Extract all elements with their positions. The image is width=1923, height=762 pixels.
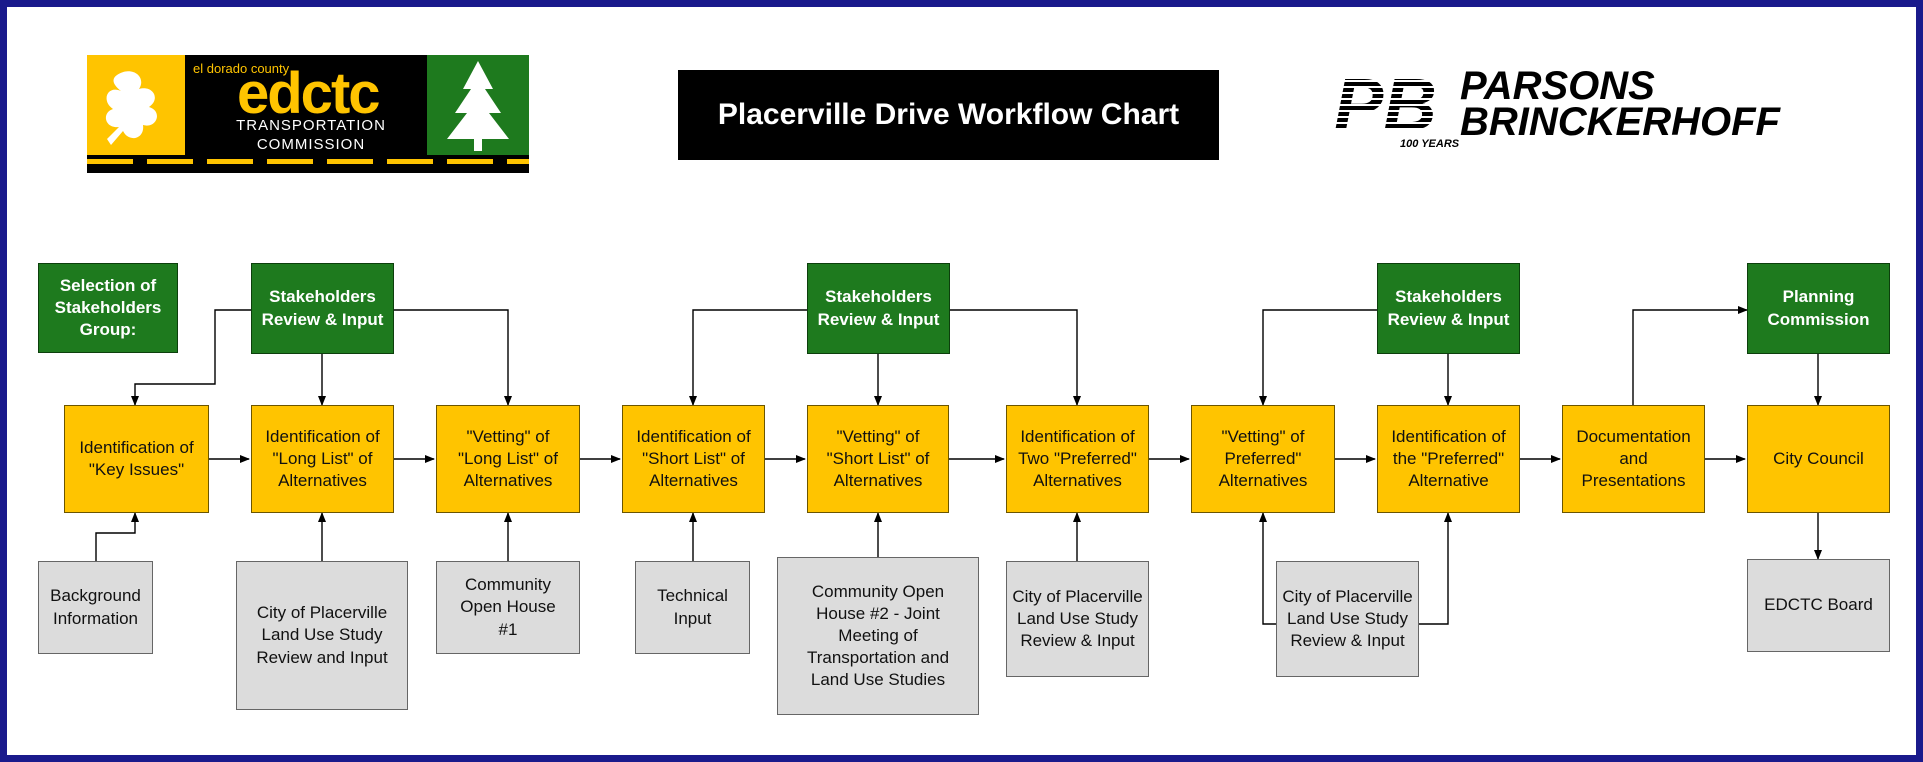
input-arrow (1259, 512, 1276, 625)
pb-years-text: 100 YEARS (1400, 138, 1460, 150)
input-open-house-2: Community Open House #2 - Joint Meeting … (777, 557, 979, 715)
edctc-wordmark: edctc (237, 61, 381, 126)
pb-name-line2: BRINCKERHOFF (1460, 100, 1780, 144)
edctc-logo: el dorado county edctc TRANSPORTATION CO… (87, 55, 529, 173)
step-short-list-identification: Identification of "Short List" of Altern… (622, 405, 765, 513)
input-land-use-study-1: City of Placerville Land Use Study Revie… (236, 561, 408, 710)
input-land-use-study-3: City of Placerville Land Use Study Revie… (1276, 561, 1419, 677)
pb-name-line1: PARSONS (1460, 64, 1655, 108)
step-two-preferred-identification: Identification of Two "Preferred" Altern… (1006, 405, 1149, 513)
stakeholders-review-box-1: Stakeholders Review & Input (251, 263, 394, 354)
stakeholder-arrow (950, 309, 1081, 406)
chart-title: Placerville Drive Workflow Chart (678, 70, 1219, 160)
input-arrow (95, 512, 139, 561)
road-stripe (87, 159, 529, 164)
stakeholder-arrow (1259, 309, 1377, 406)
step-long-list-identification: Identification of "Long List" of Alterna… (251, 405, 394, 513)
step-key-issues: Identification of "Key Issues" (64, 405, 209, 513)
oak-leaf-icon (87, 55, 185, 155)
stakeholder-arrow (131, 309, 251, 406)
stakeholder-arrow (394, 309, 512, 406)
input-land-use-study-2: City of Placerville Land Use Study Revie… (1006, 561, 1149, 677)
input-open-house-1: Community Open House #1 (436, 561, 580, 654)
step-long-list-vetting: "Vetting" of "Long List" of Alternatives (436, 405, 580, 513)
svg-text:PB: PB (1334, 70, 1437, 138)
pb-monogram-icon: PB (1334, 70, 1437, 138)
edctc-county-text: el dorado county (193, 61, 290, 76)
edctc-line1: TRANSPORTATION (236, 117, 386, 134)
stakeholder-arrow (689, 309, 807, 406)
input-background-information: Background Information (38, 561, 153, 654)
stakeholders-review-box-3: Stakeholders Review & Input (1377, 263, 1520, 354)
step-preferred-identification: Identification of the "Preferred" Altern… (1377, 405, 1520, 513)
input-arrow (1419, 512, 1452, 625)
step-documentation: Documentation and Presentations (1562, 405, 1705, 513)
selection-of-stakeholders-label: Selection of Stakeholders Group: (38, 263, 178, 353)
step-short-list-vetting: "Vetting" of "Short List" of Alternative… (807, 405, 949, 513)
step-city-council: City Council (1747, 405, 1890, 513)
stakeholders-review-box-2: Stakeholders Review & Input (807, 263, 950, 354)
planning-commission-box: Planning Commission (1747, 263, 1890, 354)
input-edctc-board: EDCTC Board (1747, 559, 1890, 652)
input-technical: Technical Input (635, 561, 750, 654)
edctc-line2: COMMISSION (256, 136, 366, 153)
step-preferred-vetting: "Vetting" of Preferred" Alternatives (1191, 405, 1335, 513)
documentation-to-planning-arrow (1632, 306, 1748, 405)
pine-tree-icon (427, 55, 529, 155)
